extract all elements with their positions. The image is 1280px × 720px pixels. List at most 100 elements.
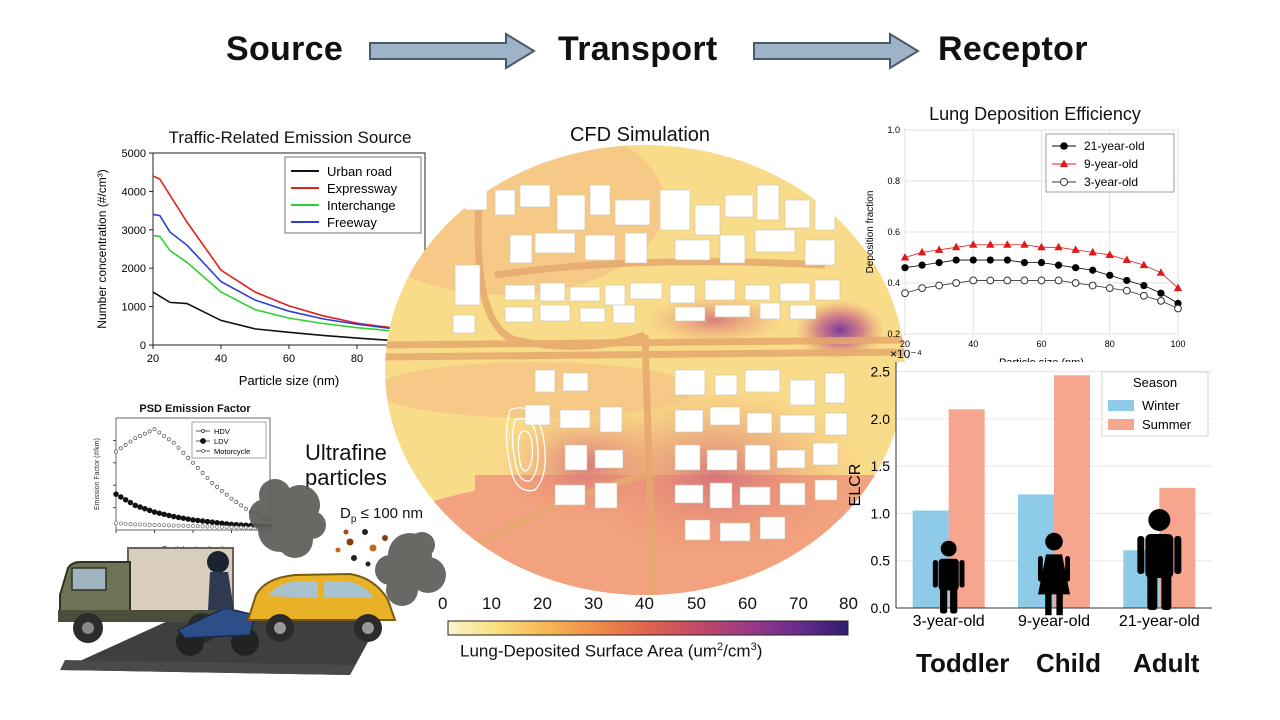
psd-point bbox=[224, 525, 229, 530]
elcr-legend-title: Season bbox=[1133, 375, 1177, 390]
colorbar-tick: 50 bbox=[687, 594, 706, 613]
stage-transport: Transport bbox=[558, 30, 718, 68]
psd-point bbox=[123, 521, 128, 526]
psd-point bbox=[200, 524, 205, 529]
dep-point-filled bbox=[969, 256, 977, 264]
dep-point-open bbox=[1139, 291, 1148, 300]
dep-point-open bbox=[1174, 304, 1182, 313]
psd-point bbox=[200, 470, 205, 475]
dep-point-filled bbox=[1089, 266, 1097, 274]
y-tick-label: 0 bbox=[140, 340, 146, 352]
psd-point bbox=[219, 488, 224, 493]
dp-sub: p bbox=[350, 514, 357, 525]
person-arm bbox=[959, 560, 965, 588]
dep-point-open bbox=[969, 276, 978, 285]
psd-point bbox=[191, 460, 195, 465]
dep-point-triangle bbox=[1020, 240, 1029, 248]
elcr-y-tick-label: 0.5 bbox=[871, 553, 891, 569]
person-head bbox=[940, 540, 957, 557]
elcr-legend-label: Summer bbox=[1142, 417, 1192, 432]
psd-point bbox=[138, 433, 143, 438]
psd-point bbox=[186, 523, 191, 528]
psd-legend-marker bbox=[200, 448, 206, 454]
psd-point bbox=[181, 523, 186, 528]
elcr-legend-label: Winter bbox=[1142, 398, 1180, 413]
person-arm bbox=[1038, 556, 1043, 582]
psd-point bbox=[142, 505, 148, 512]
psd-point bbox=[166, 523, 171, 528]
psd-point bbox=[118, 494, 124, 500]
dep-legend-label: 3-year-old bbox=[1084, 175, 1138, 189]
dep-point-triangle bbox=[1105, 250, 1114, 258]
psd-point bbox=[137, 504, 143, 510]
y-tick-label: 3000 bbox=[122, 225, 146, 237]
group-toddler: Toddler bbox=[916, 648, 1010, 678]
legend-label: Freeway bbox=[327, 215, 377, 230]
dep-point-triangle bbox=[969, 240, 978, 248]
dep-point-filled bbox=[952, 256, 960, 264]
dep-point-filled bbox=[1140, 281, 1148, 290]
dep-x-tick-label: 100 bbox=[1170, 339, 1185, 349]
dep-point-open bbox=[1105, 284, 1114, 293]
colorbar-label: Lung-Deposited Surface Area (um2/cm3) bbox=[460, 641, 762, 662]
psd-point bbox=[128, 439, 133, 444]
psd-point bbox=[142, 522, 147, 527]
elcr-x-tick-label: 9-year-old bbox=[1018, 613, 1090, 630]
psd-legend-label: LDV bbox=[214, 437, 229, 446]
dep-point-triangle bbox=[1139, 260, 1149, 269]
psd-point bbox=[205, 524, 210, 529]
psd-point bbox=[147, 429, 152, 434]
y-axis-label: Number concentration (#/cm³) bbox=[95, 169, 109, 328]
person-dress bbox=[1038, 554, 1070, 595]
psd-point bbox=[234, 500, 239, 504]
dep-x-tick-label: 40 bbox=[968, 339, 978, 349]
colorbar-label-mid: /cm bbox=[723, 641, 751, 661]
dep-y-tick-label: 0.4 bbox=[887, 278, 900, 288]
colorbar-label-sup1: 2 bbox=[717, 641, 724, 653]
colorbar-label-sup2: 3 bbox=[750, 641, 757, 653]
dep-point-open bbox=[1122, 286, 1131, 295]
psd-chart-title: PSD Emission Factor bbox=[139, 403, 251, 415]
psd-point bbox=[171, 523, 176, 528]
elcr-x-tick-label: 21-year-old bbox=[1119, 613, 1200, 630]
psd-point bbox=[191, 524, 195, 529]
legend-label: Urban road bbox=[327, 164, 392, 179]
legend-label: Interchange bbox=[327, 198, 396, 213]
psd-point bbox=[114, 449, 118, 454]
dep-point-triangle bbox=[934, 245, 944, 253]
cfd-title: CFD Simulation bbox=[569, 124, 711, 146]
dep-point-filled bbox=[935, 259, 943, 267]
child-icon bbox=[1038, 532, 1070, 616]
psd-point bbox=[215, 484, 220, 489]
x-axis-label: Particle size (nm) bbox=[239, 373, 339, 388]
x-tick-label: 80 bbox=[351, 353, 363, 365]
dep-legend-marker bbox=[1059, 177, 1069, 187]
dep-point-open bbox=[1088, 281, 1097, 290]
psd-point bbox=[128, 522, 133, 527]
psd-point bbox=[215, 524, 220, 529]
dep-point-filled bbox=[1054, 261, 1063, 269]
group-child: Child bbox=[1036, 648, 1101, 678]
psd-legend-marker bbox=[200, 438, 206, 444]
series-line-urban-road bbox=[152, 291, 426, 344]
psd-point bbox=[162, 433, 167, 438]
dep-point-triangle bbox=[1088, 247, 1097, 256]
person-leg bbox=[1147, 574, 1158, 610]
psd-point bbox=[157, 523, 162, 528]
psd-point bbox=[243, 506, 248, 511]
dep-legend-label: 21-year-old bbox=[1084, 139, 1145, 153]
cfd-map bbox=[385, 145, 905, 605]
psd-point bbox=[176, 445, 181, 450]
psd-point bbox=[157, 430, 162, 435]
dep-point-open bbox=[1037, 276, 1046, 285]
ultrafine-line1: Ultrafine bbox=[305, 440, 387, 465]
person-head bbox=[1148, 509, 1171, 531]
psd-point bbox=[239, 503, 244, 508]
dep-point-open bbox=[901, 289, 909, 298]
dep-y-tick-label: 1.0 bbox=[887, 125, 900, 135]
psd-point bbox=[171, 440, 176, 445]
traffic-illustration-icon bbox=[50, 470, 450, 690]
colorbar-ticks: 0 10 20 30 40 50 60 70 80 bbox=[438, 594, 858, 616]
dep-point-filled bbox=[1157, 289, 1165, 297]
psd-point bbox=[205, 475, 210, 480]
